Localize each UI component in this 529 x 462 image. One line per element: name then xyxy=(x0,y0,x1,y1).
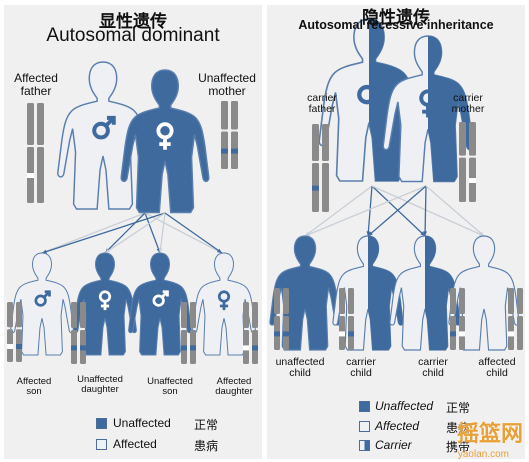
mother-chromosomes xyxy=(221,101,238,169)
dominant-title-cn: 显性遗传 xyxy=(99,12,167,32)
r-legend-unaffected-swatch xyxy=(359,401,370,412)
watermark-url: yaolan.com xyxy=(457,449,509,460)
female-symbol-icon xyxy=(419,89,437,118)
r-legend-unaffected-cn: 正常 xyxy=(446,401,471,415)
legend-affected-cn: 患病 xyxy=(194,439,219,453)
child-4-figure xyxy=(192,252,256,356)
legend-affected-en: Affected xyxy=(113,437,157,451)
watermark-logo: 摇篮网 xyxy=(456,422,523,447)
inheritance-arrow xyxy=(158,212,166,254)
r-child-4-figure xyxy=(448,235,520,351)
inheritance-arrow xyxy=(366,185,373,237)
inheritance-arrow xyxy=(41,212,146,254)
r-child-4-chromosomes xyxy=(508,288,523,350)
female-symbol-icon xyxy=(156,122,174,150)
child-4-chromosomes xyxy=(243,302,258,364)
male-symbol-icon xyxy=(92,115,116,140)
inheritance-arrow xyxy=(104,212,166,254)
child-1-figure xyxy=(10,252,74,356)
r-legend-affected-en: Affected xyxy=(375,419,420,433)
dominant-title-en: Autosomal dominant xyxy=(46,25,220,46)
inheritance-arrow xyxy=(423,185,428,237)
inheritance-arrow xyxy=(41,212,166,254)
r-mother-chromosomes xyxy=(459,122,476,202)
inheritance-arrow xyxy=(371,185,485,237)
unaffected-mother-figure xyxy=(120,69,210,214)
recessive-title-cn: 隐性遗传 xyxy=(362,8,430,28)
inheritance-arrow xyxy=(104,212,146,254)
child-3-chromosomes xyxy=(181,302,196,364)
child-1-chromosomes xyxy=(7,302,22,362)
male-symbol-icon xyxy=(34,290,51,307)
r-legend-carrier-swatch xyxy=(359,440,370,451)
father-chromosomes xyxy=(27,103,44,203)
r-legend-carrier-cn: 携带 xyxy=(446,440,471,454)
r-legend-unaffected-en: Unaffected xyxy=(375,399,434,413)
r-father-chromosomes xyxy=(312,124,329,212)
r-legend-affected-swatch xyxy=(359,421,370,432)
inheritance-arrow xyxy=(164,212,223,254)
dominant-panel xyxy=(4,5,262,459)
child-3-figure xyxy=(128,252,192,356)
inheritance-arrow xyxy=(367,185,427,237)
inheritance-arrow xyxy=(371,185,426,237)
r-child-1-chromosomes xyxy=(274,288,289,350)
r-legend-carrier-en: Carrier xyxy=(375,438,412,452)
r-child-2-chromosomes xyxy=(339,288,354,350)
inheritance-arrow xyxy=(425,185,485,237)
female-symbol-icon xyxy=(217,290,231,311)
legend-affected-swatch xyxy=(96,439,107,450)
r-child-3-figure xyxy=(389,235,461,351)
child-2-chromosomes xyxy=(71,302,86,364)
r-child-1-figure xyxy=(269,235,341,351)
r-legend-affected-cn: 患病 xyxy=(446,421,471,435)
carrier-mother-figure xyxy=(382,35,474,183)
female-symbol-icon xyxy=(98,290,112,311)
r-child-3-chromosomes xyxy=(450,288,465,350)
legend-unaffected-en: Unaffected xyxy=(113,416,171,430)
male-symbol-icon xyxy=(357,78,384,105)
legend-unaffected-swatch xyxy=(96,418,107,429)
inheritance-arrow xyxy=(304,185,427,237)
recessive-title-en: Autosomal recessive inheritance xyxy=(298,18,494,32)
child-2-figure xyxy=(73,252,137,356)
male-symbol-icon xyxy=(152,290,169,307)
legend-unaffected-cn: 正常 xyxy=(194,418,219,432)
